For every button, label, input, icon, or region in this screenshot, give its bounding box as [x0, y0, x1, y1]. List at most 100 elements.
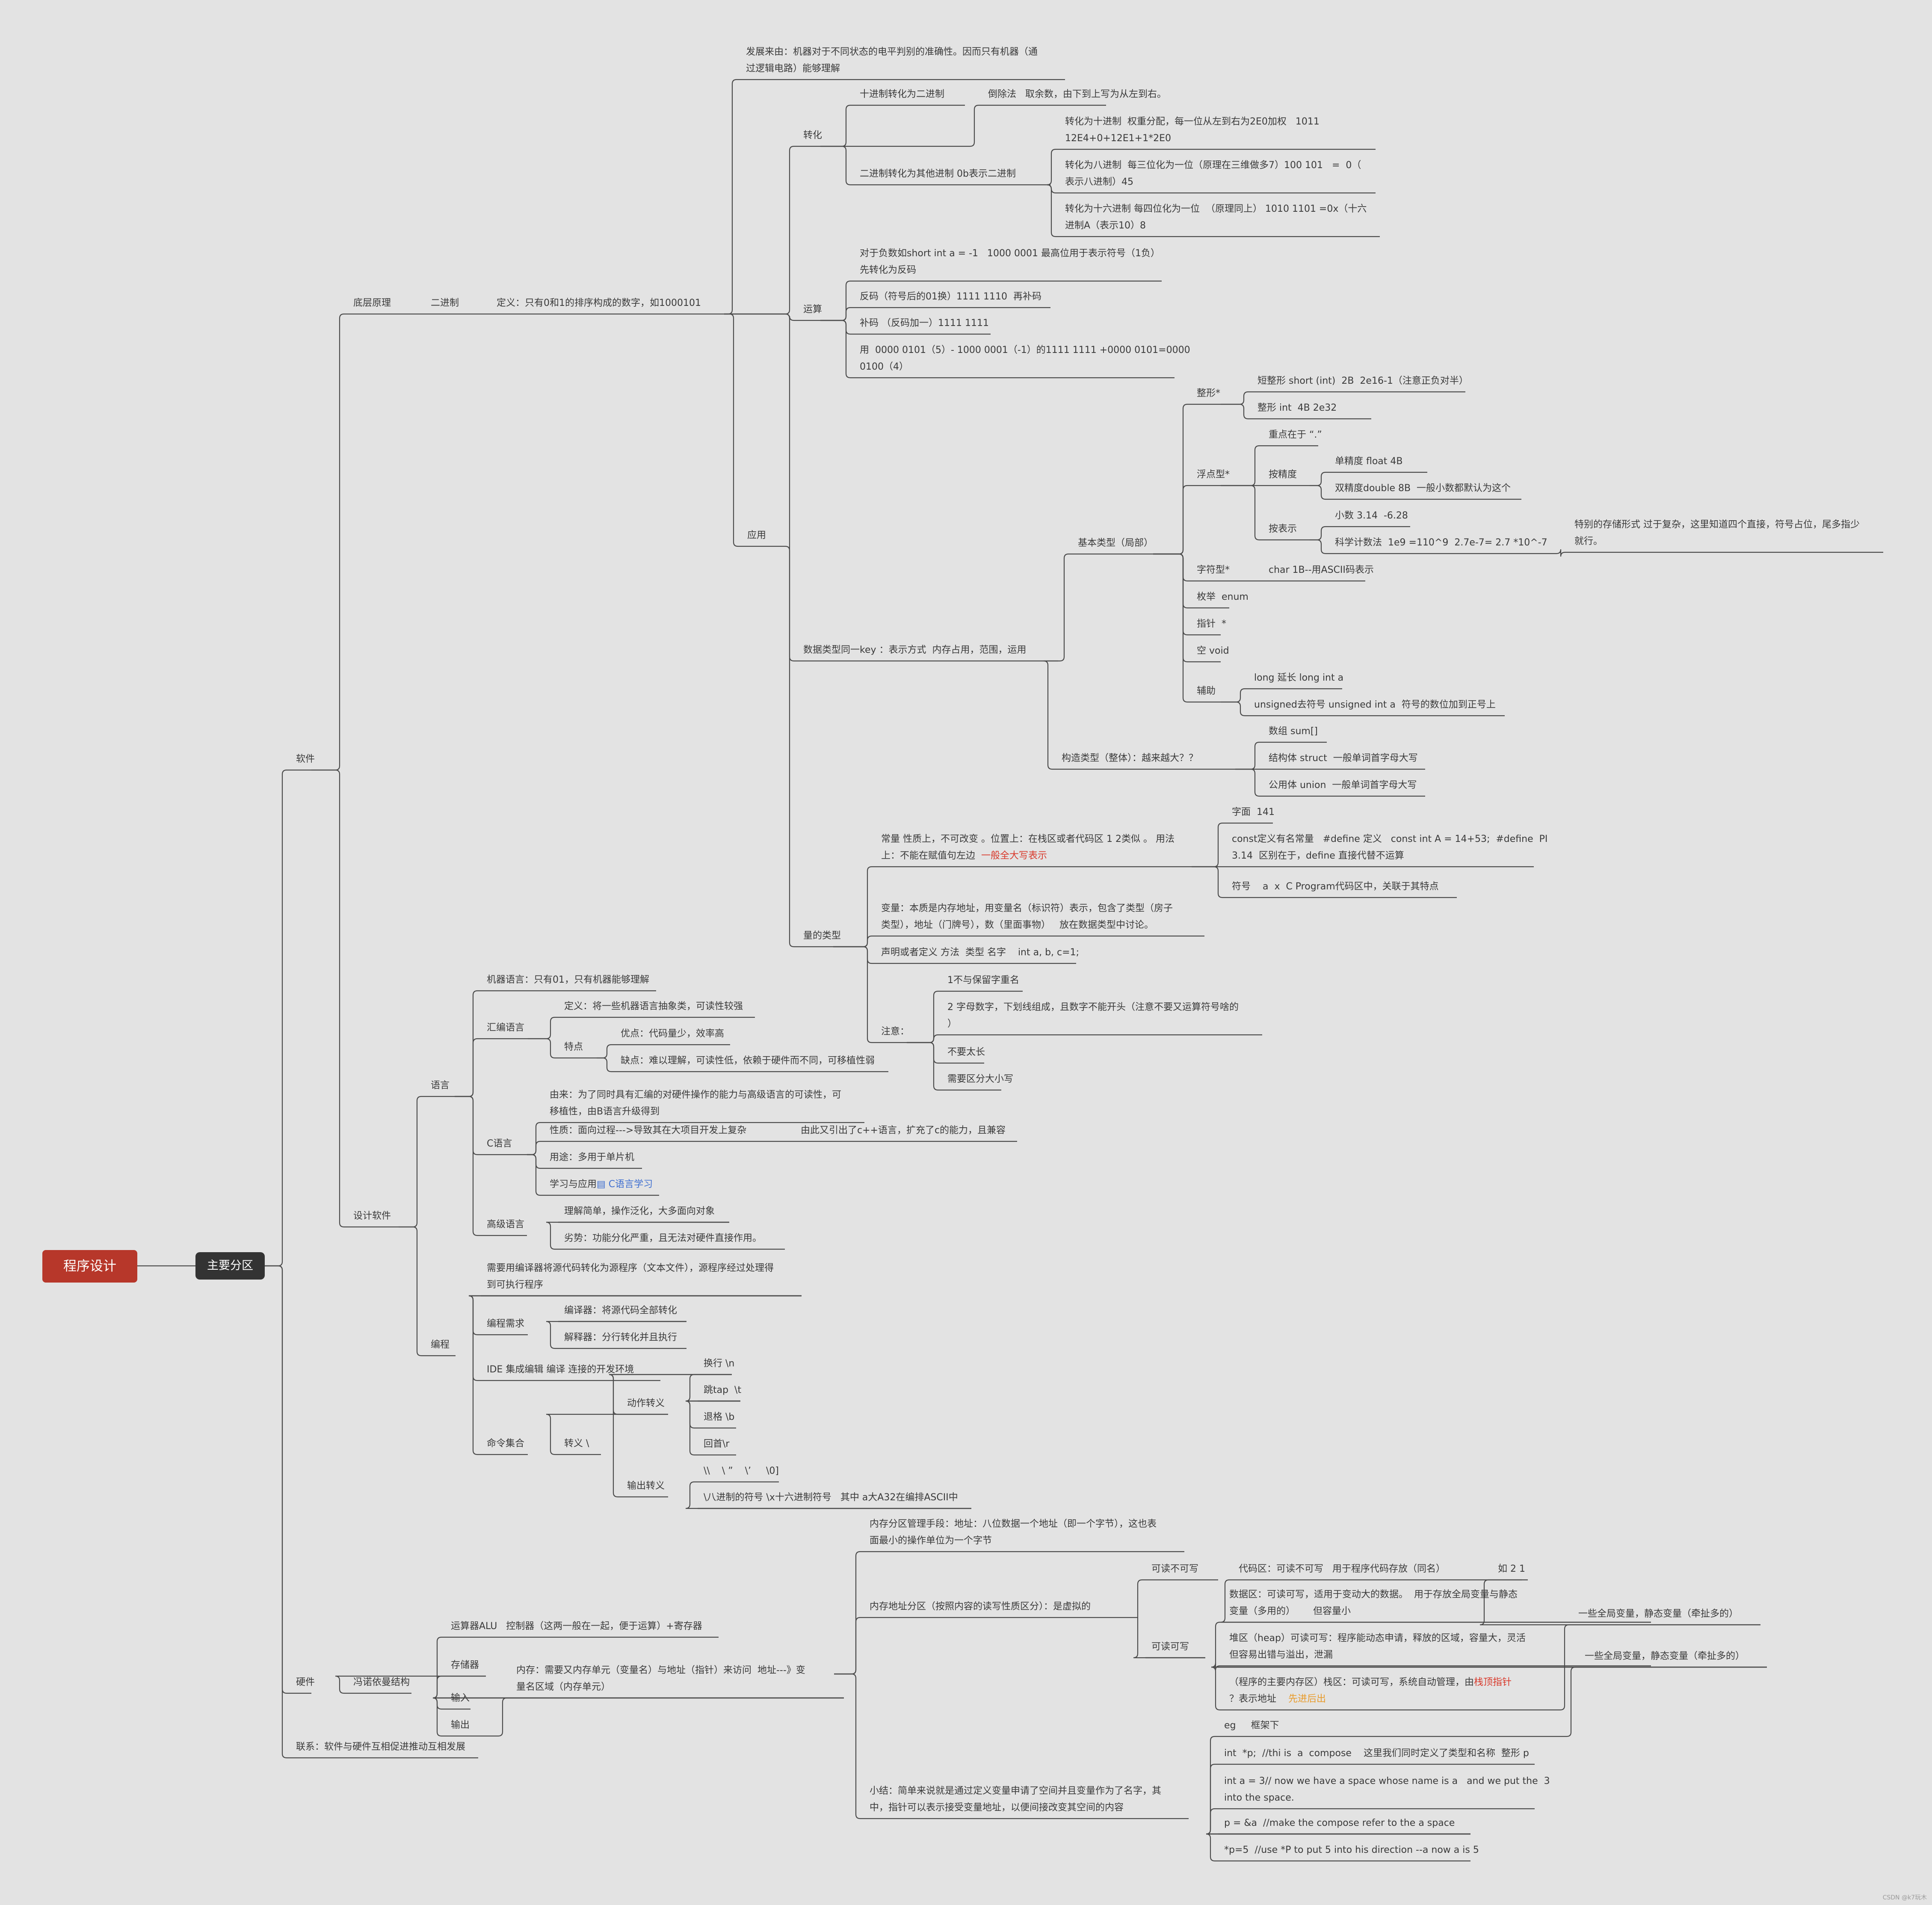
node-102[interactable]: 数据区：可读可写，适用于变动大的数据。 用于存放全局变量与静态 变量（多用的） …	[1229, 1586, 1518, 1620]
node-36[interactable]: 空 void	[1197, 643, 1229, 659]
node-110[interactable]: int a = 3// now we have a space whose na…	[1224, 1773, 1550, 1806]
node-51[interactable]: 注意：	[881, 1023, 909, 1040]
node-22[interactable]: 整形 int 4B 2e32	[1257, 400, 1337, 416]
node-56[interactable]: 设计软件	[353, 1208, 391, 1224]
node-33[interactable]: char 1B--用ASCII码表示	[1269, 562, 1374, 578]
node-66[interactable]: 性质：面向过程--->导致其在大项目开发上复杂	[550, 1122, 746, 1139]
node-14[interactable]: 反码（符号后的01换）1111 1110 再补码	[860, 288, 1041, 305]
node-48[interactable]: 符号 a x C Program代码区中，关联于其特点	[1232, 878, 1439, 895]
node-55[interactable]: 需要区分大小写	[947, 1071, 1013, 1087]
node-65[interactable]: 由来：为了同时具有汇编的对硬件操作的能力与高级语言的可读性，可 移植性，由B语言…	[550, 1087, 841, 1120]
node-101[interactable]: 可读可写	[1151, 1638, 1189, 1655]
node-91[interactable]: 运算器ALU 控制器（这两一般在一起，便于运算）+寄存器	[451, 1618, 702, 1635]
node-34[interactable]: 枚举 enum	[1197, 589, 1249, 605]
node-46[interactable]: 字面 141	[1232, 804, 1275, 821]
node-49[interactable]: 变量：本质是内存地址，用变量名（标识符）表示，包含了类型（房子 类型），地址（门…	[881, 900, 1173, 933]
node-12[interactable]: 运算	[803, 301, 822, 318]
node-77[interactable]: 解释器：分行转化并且执行	[564, 1329, 677, 1346]
node-39[interactable]: unsigned去符号 unsigned int a 符号的数位加到正号上	[1254, 696, 1496, 713]
node-90[interactable]: 冯诺依曼结构	[353, 1674, 410, 1691]
node-16[interactable]: 用 0000 0101（5）- 1000 0001（-1）的1111 1111 …	[860, 342, 1190, 375]
node-67[interactable]: 由此又引出了c++语言，扩充了c的能力，且兼容	[801, 1122, 1006, 1139]
node-63[interactable]: 缺点：难以理解，可读性低，依赖于硬件而不同，可移植性弱	[621, 1052, 875, 1069]
node-link-text[interactable]: ▤ C语言学习	[597, 1179, 653, 1190]
node-70[interactable]: 高级语言	[487, 1216, 524, 1233]
node-92[interactable]: 存储器	[451, 1657, 479, 1674]
node-60[interactable]: 定义：将一些机器语言抽象类，可读性较强	[564, 998, 743, 1015]
node-9[interactable]: 转化为十进制 权重分配，每一位从左到右为2E0加权 1011 12E4+0+12…	[1065, 113, 1320, 147]
node-111[interactable]: p = &a //make the compose refer to the a…	[1224, 1815, 1455, 1831]
node-96[interactable]: 内存分区管理手段：地址：八位数据一个地址（即一个字节），这也表 面最小的操作单位…	[870, 1516, 1157, 1549]
node-80[interactable]: 转义 \	[564, 1435, 589, 1452]
node-32[interactable]: 字符型*	[1197, 562, 1230, 578]
node-24[interactable]: 重点在于 “.”	[1269, 427, 1322, 443]
node-72[interactable]: 劣势：功能分化严重，且无法对硬件直接作用。	[564, 1230, 762, 1247]
node-29[interactable]: 小数 3.14 -6.28	[1335, 507, 1408, 524]
node-45[interactable]: 常量 性质上，不可改变 。位置上：在栈区或者代码区 1 2类似 。 用法 上：不…	[881, 831, 1175, 864]
node-15[interactable]: 补码 （反码加一）1111 1111	[860, 315, 989, 332]
node-99[interactable]: 代码区：可读不可写 用于程序代码存放（同名）	[1239, 1561, 1445, 1577]
node-31[interactable]: 特别的存储形式 过于复杂，这里知道四个直接，符号占位，尾多指少 就行。	[1574, 516, 1860, 550]
node-40[interactable]: 构造类型（整体）：越来越大？？	[1062, 750, 1198, 767]
node-83[interactable]: 跳tap \t	[704, 1382, 741, 1398]
node-64[interactable]: C语言	[487, 1135, 512, 1152]
node-112[interactable]: *p=5 //use *P to put 5 into his directio…	[1224, 1842, 1479, 1858]
node-52[interactable]: 1不与保留字重名	[947, 972, 1019, 989]
node-37[interactable]: 辅助	[1197, 683, 1216, 699]
node-106[interactable]: （程序的主要内存区）栈区：可读可写，系统自动管理，由栈顶指针 ？表示地址 先进后…	[1229, 1674, 1512, 1707]
node-85[interactable]: 回首\r	[704, 1436, 729, 1452]
root-node[interactable]: 程序设计	[42, 1250, 137, 1283]
node-74[interactable]: 需要用编译器将源代码转化为源程序（文本文件），源程序经过处理得 到可执行程序	[487, 1260, 774, 1293]
node-21[interactable]: 短整形 short (int) 2B 2e16-1（注意正负对半）	[1257, 373, 1468, 389]
node-104[interactable]: 堆区（heap）可读可写：程序能动态申请，释放的区域，容量大，灵活 但容易出错与…	[1229, 1630, 1526, 1663]
node-50[interactable]: 声明或者定义 方法 类型 名字 int a, b, c=1;	[881, 944, 1079, 961]
node-44[interactable]: 量的类型	[803, 927, 841, 944]
node-113[interactable]: 联系：软件与硬件互相促进推动互相发展	[296, 1739, 465, 1755]
node-61[interactable]: 特点	[564, 1039, 583, 1055]
node-7[interactable]: 倒除法 取余数，由下到上写为从左到右。	[988, 86, 1166, 103]
node-6[interactable]: 十进制转化为二进制	[860, 86, 944, 103]
node-95[interactable]: 输出	[451, 1717, 470, 1733]
node-103[interactable]: 一些全局变量，静态变量（牵扯多的）	[1578, 1606, 1738, 1622]
node-82[interactable]: 换行 \n	[704, 1355, 734, 1372]
node-107[interactable]: 小结：简单来说就是通过定义变量申请了空间并且变量作为了名字，其 中，指针可以表示…	[870, 1783, 1161, 1816]
node-105[interactable]: 一些全局变量，静态变量（牵扯多的）	[1585, 1648, 1745, 1665]
node-8[interactable]: 二进制转化为其他进制 0b表示二进制	[860, 166, 1016, 182]
node-84[interactable]: 退格 \b	[704, 1409, 734, 1425]
node-76[interactable]: 编译器：将源代码全部转化	[564, 1302, 677, 1319]
node-0[interactable]: 软件	[296, 751, 315, 767]
node-57[interactable]: 语言	[431, 1077, 450, 1094]
node-35[interactable]: 指针 *	[1197, 616, 1226, 632]
node-100[interactable]: 如 2 1	[1498, 1561, 1525, 1577]
node-23[interactable]: 浮点型*	[1197, 466, 1230, 483]
node-98[interactable]: 可读不可写	[1151, 1561, 1198, 1577]
node-1[interactable]: 底层原理	[353, 295, 391, 311]
node-27[interactable]: 双精度double 8B 一般小数都默认为这个	[1335, 480, 1511, 497]
node-18[interactable]: 数据类型同一key ：表示方式 内存占用，范围，运用	[803, 642, 1027, 658]
node-41[interactable]: 数组 sum[]	[1269, 723, 1318, 740]
node-109[interactable]: int *p; //thi is a compose 这里我们同时定义了类型和名…	[1224, 1745, 1529, 1762]
node-86[interactable]: 输出转义	[627, 1478, 665, 1494]
node-108[interactable]: eg 框架下	[1224, 1717, 1279, 1734]
node-26[interactable]: 单精度 float 4B	[1335, 453, 1403, 470]
node-78[interactable]: IDE 集成编辑 编译 连接的开发环境	[487, 1361, 634, 1378]
node-59[interactable]: 汇编语言	[487, 1019, 524, 1036]
node-54[interactable]: 不要太长	[947, 1044, 985, 1061]
node-4[interactable]: 发展来由：机器对于不同状态的电平判别的准确性。因而只有机器（通 过逻辑电路）能够…	[746, 44, 1038, 77]
node-43[interactable]: 公用体 union 一般单词首字母大写	[1269, 777, 1417, 794]
node-17[interactable]: 应用	[747, 527, 766, 544]
node-28[interactable]: 按表示	[1269, 521, 1297, 537]
node-30[interactable]: 科学计数法 1e9 =110^9 2.7e-7= 2.7 *10^-7	[1335, 534, 1547, 551]
node-69[interactable]: 学习与应用▤ C语言学习	[550, 1176, 653, 1193]
node-38[interactable]: long 延长 long int a	[1254, 670, 1343, 686]
node-89[interactable]: 硬件	[296, 1674, 315, 1691]
node-81[interactable]: 动作转义	[627, 1395, 665, 1412]
node-71[interactable]: 理解简单，操作泛化，大多面向对象	[564, 1203, 715, 1220]
node-68[interactable]: 用途：多用于单片机	[550, 1149, 634, 1166]
node-79[interactable]: 命令集合	[487, 1435, 524, 1452]
node-73[interactable]: 编程	[431, 1336, 450, 1353]
node-3[interactable]: 定义：只有0和1的排序构成的数字，如1000101	[497, 295, 701, 311]
node-5[interactable]: 转化	[803, 127, 822, 144]
node-11[interactable]: 转化为十六进制 每四位化为一位 （原理同上） 1010 1101 =0x（十六 …	[1065, 201, 1367, 234]
node-88[interactable]: \八进制的符号 \x十六进制符号 其中 a大A32在编排ASCII中	[704, 1489, 958, 1506]
